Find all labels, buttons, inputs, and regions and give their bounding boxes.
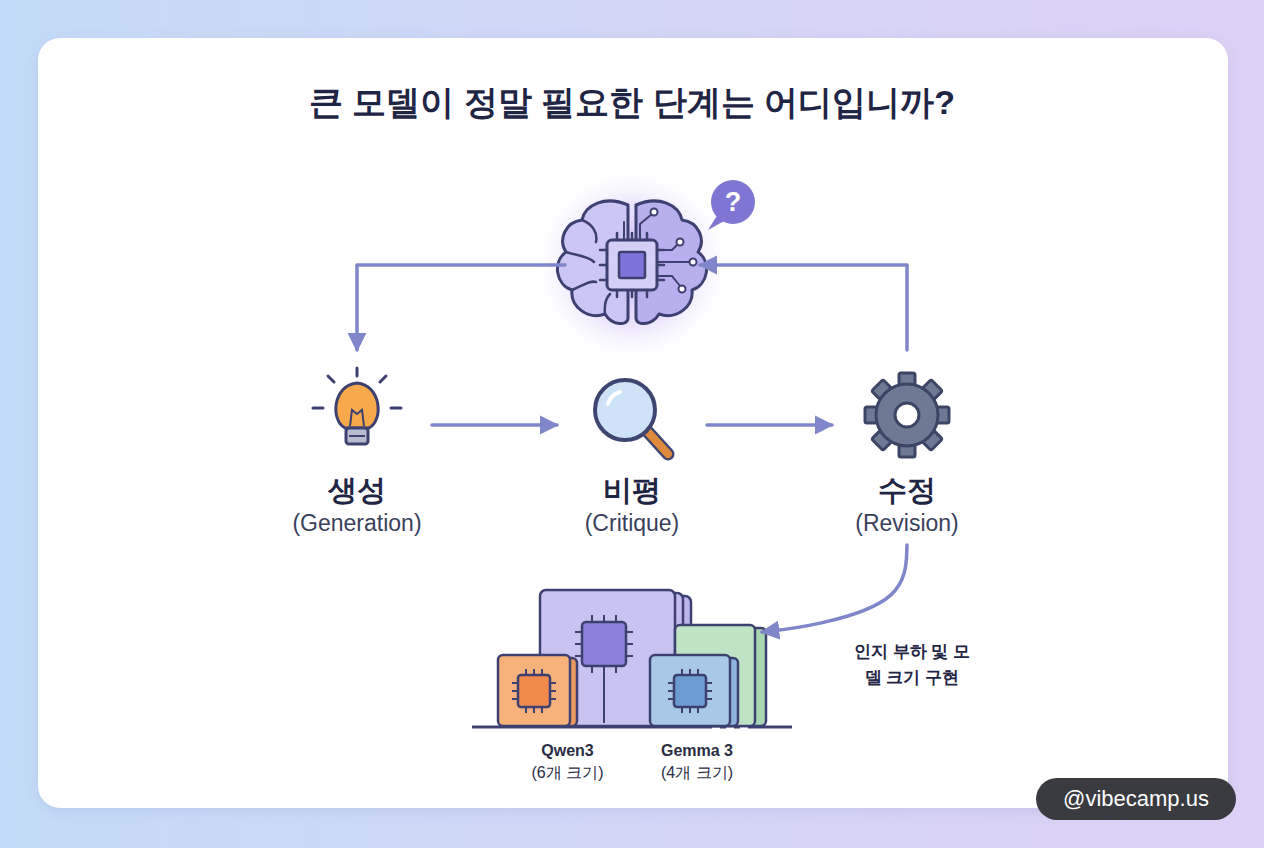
- chip: [582, 622, 626, 666]
- edge-label: 인지 부하 및 모델 크기 구현: [847, 639, 977, 691]
- brain-fold: [566, 220, 610, 314]
- chip-pin: [668, 669, 712, 713]
- step-subtitle: (Critique): [585, 507, 680, 539]
- question-bubble: [711, 180, 755, 224]
- circuit-dot: [651, 209, 658, 216]
- connectors: [357, 265, 907, 632]
- chip-pin: [512, 669, 556, 713]
- magnifier-handle-outline: [648, 432, 668, 454]
- model-name: Gemma 3: [661, 740, 733, 762]
- connector-arrow: [700, 265, 907, 350]
- model-node: Gemma 3(4개 크기): [632, 590, 762, 785]
- gear-icon: [865, 373, 949, 457]
- circuit-dot: [677, 239, 684, 246]
- step-title: 생성: [328, 473, 386, 507]
- model-card: [498, 655, 570, 726]
- connector-arrow: [432, 423, 557, 427]
- bulb-base: [346, 428, 368, 444]
- connector-arrow: [762, 545, 907, 632]
- watermark: @vibecamp.us: [1036, 778, 1236, 820]
- connector-arrow: [357, 265, 565, 350]
- model-name: Qwen3: [541, 740, 593, 762]
- magnifier-handle: [648, 432, 668, 454]
- question-mark: ?: [713, 182, 753, 222]
- magnifier-icon: [595, 380, 668, 454]
- bulb-glass: [336, 383, 378, 428]
- gear-teeth: [865, 373, 949, 457]
- circuit-dot: [679, 286, 686, 293]
- model-stack: [472, 590, 792, 727]
- gear-body-fill: [878, 386, 936, 444]
- chip: [674, 675, 706, 707]
- model-size: (6개 크기): [532, 762, 604, 784]
- card-line: [603, 673, 605, 723]
- circuit-dot: [690, 259, 697, 266]
- chip-pin: [600, 233, 664, 297]
- connector-arrow: [707, 423, 832, 427]
- card: [38, 38, 1228, 808]
- title: 큰 모델이 정말 필요한 단계는 어디입니까?: [0, 80, 1264, 126]
- glow: [532, 165, 732, 365]
- step-node: 생성(Generation): [282, 350, 432, 545]
- chip: [607, 240, 657, 290]
- model-card: [650, 655, 730, 726]
- step-title: 비평: [603, 473, 661, 507]
- chip: [518, 675, 550, 707]
- bulb-filament: [350, 410, 364, 426]
- lens-highlight: [608, 392, 620, 404]
- gear-body: [876, 384, 938, 446]
- chip-pin: [575, 615, 633, 673]
- step-title: 수정: [878, 473, 936, 507]
- brain-node: ?: [565, 195, 700, 335]
- gear-hole: [895, 403, 919, 427]
- brain-illustration: [532, 165, 755, 365]
- bulb-base-line: [349, 435, 365, 437]
- step-subtitle: (Generation): [292, 507, 421, 539]
- model-size: (4개 크기): [661, 762, 733, 784]
- step-subtitle: (Revision): [855, 507, 959, 539]
- chip-core: [619, 252, 645, 278]
- bulb-icon: [313, 368, 401, 444]
- magnifier-lens: [595, 380, 655, 440]
- step-node: 수정(Revision): [832, 350, 982, 545]
- model-node: Qwen3(6개 크기): [500, 590, 635, 785]
- step-node: 비평(Critique): [557, 350, 707, 545]
